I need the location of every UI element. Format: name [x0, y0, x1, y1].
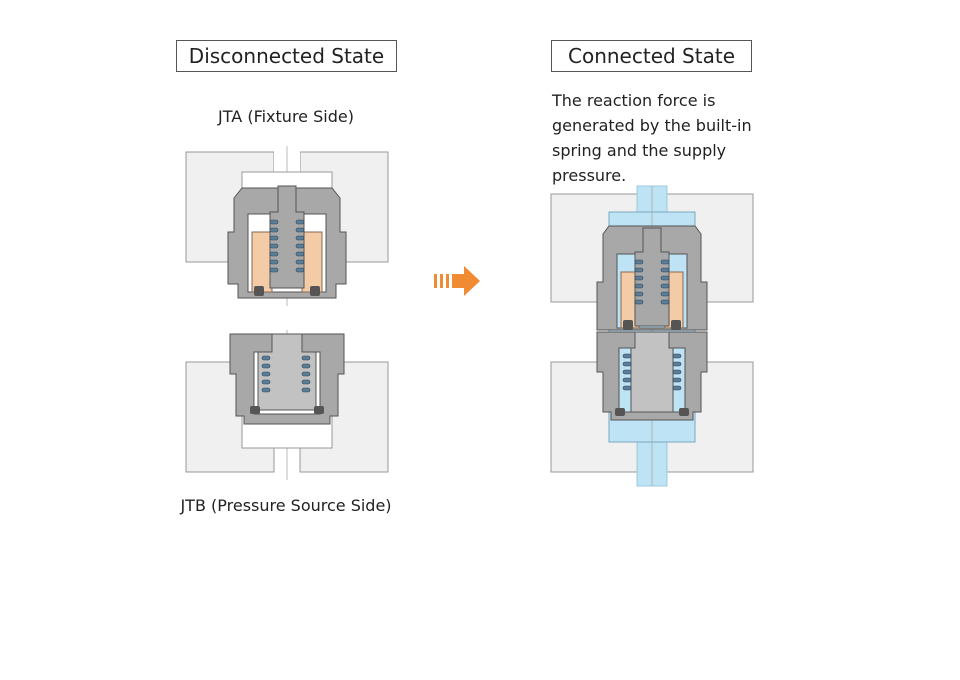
spring: [269, 219, 305, 273]
poppet-stem: [634, 227, 670, 327]
jtb-label: JTB (Pressure Source Side): [180, 496, 392, 515]
poppet-stem: [269, 185, 305, 289]
jta-label: JTA (Fixture Side): [218, 107, 354, 126]
seal-right: [301, 231, 323, 293]
connected-diagram: [550, 185, 754, 487]
seal-left: [251, 231, 273, 293]
disconnected-state-title: Disconnected State: [176, 40, 397, 72]
sleeve: [630, 331, 674, 413]
connected-description: The reaction force is generated by the b…: [552, 91, 752, 185]
jta-diagram: [185, 146, 389, 306]
arrow-right-icon: [434, 266, 480, 296]
spring: [622, 259, 682, 391]
jtb-diagram: [185, 330, 389, 480]
connected-state-title: Connected State: [551, 40, 752, 72]
spring: [261, 355, 311, 393]
